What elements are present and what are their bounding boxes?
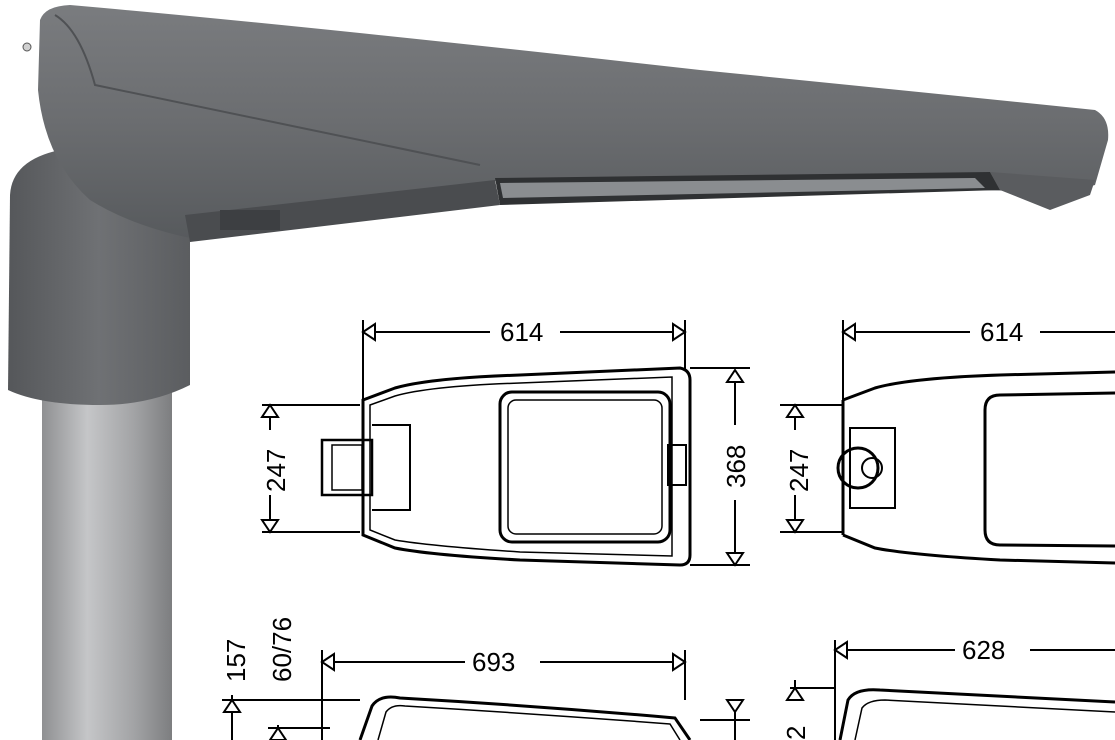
top-view-left (260, 320, 750, 567)
pole (42, 390, 172, 740)
luminaire-photo (8, 5, 1109, 740)
side-view-left (222, 650, 750, 740)
optic-glass (500, 178, 985, 198)
dim-top-left-length: 614 (500, 317, 543, 347)
end-cap (990, 172, 1095, 210)
dim-top-right-length: 614 (980, 317, 1023, 347)
dim-top-left-width: 247 (261, 449, 291, 492)
dim-side-left-height: 157 (221, 639, 251, 682)
dim-side-right-length: 628 (962, 635, 1005, 665)
dim-side-left-length: 693 (472, 647, 515, 677)
dim-side-left-pole: 60/76 (267, 617, 297, 682)
luminaire-head (38, 5, 1109, 238)
housing-crease (54, 14, 481, 166)
top-view-right (780, 320, 1115, 565)
dim-side-right-partial: 2 (781, 726, 811, 740)
screw-icon (22, 42, 32, 52)
vent-grille (220, 210, 280, 230)
dim-top-left-height: 368 (721, 445, 751, 488)
dim-top-right-width: 247 (784, 449, 814, 492)
side-view-right (785, 640, 1115, 740)
